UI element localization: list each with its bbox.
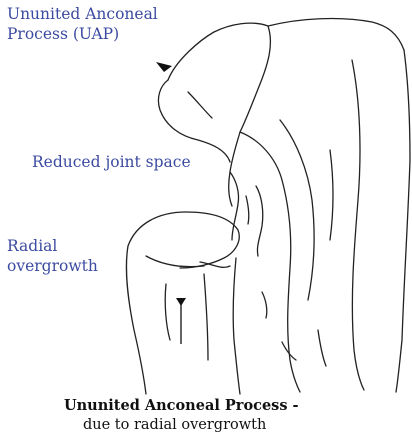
humerus-outline (168, 23, 270, 206)
radial-label-line2: overgrowth (7, 256, 98, 276)
caption-subtitle: due to radial overgrowth (83, 415, 266, 435)
ulna-mark (262, 292, 267, 318)
joint-space-label: Reduced joint space (32, 152, 191, 172)
ulna-front (240, 132, 300, 392)
humerus-shaft (268, 19, 404, 50)
joint-inner (246, 196, 249, 224)
ulna-back (352, 60, 364, 390)
radius-left (126, 246, 146, 394)
radius-right (233, 258, 240, 394)
radius-detail (165, 284, 170, 340)
radial-head (128, 212, 239, 268)
ulna-inner (280, 120, 314, 300)
radius-inner (204, 274, 208, 360)
radial-label-line1: Radial (7, 236, 98, 256)
ulna-detail (330, 150, 333, 240)
joint-space-line (256, 186, 263, 256)
humerus-shaft-back (396, 50, 410, 392)
radial-cartilage (146, 256, 204, 267)
uap-fragment-line (188, 92, 212, 118)
uap-arrow-icon (156, 62, 172, 72)
uap-label-line1: Ununited Anconeal (7, 4, 158, 24)
ulna-detail-2 (318, 330, 326, 366)
caption-title: Ununited Anconeal Process - (64, 396, 299, 416)
uap-label: Ununited Anconeal Process (UAP) (7, 4, 158, 44)
uap-label-line2: Process (UAP) (7, 24, 158, 44)
radial-overgrowth-label: Radial overgrowth (7, 236, 98, 276)
anconeal-process (158, 80, 230, 162)
